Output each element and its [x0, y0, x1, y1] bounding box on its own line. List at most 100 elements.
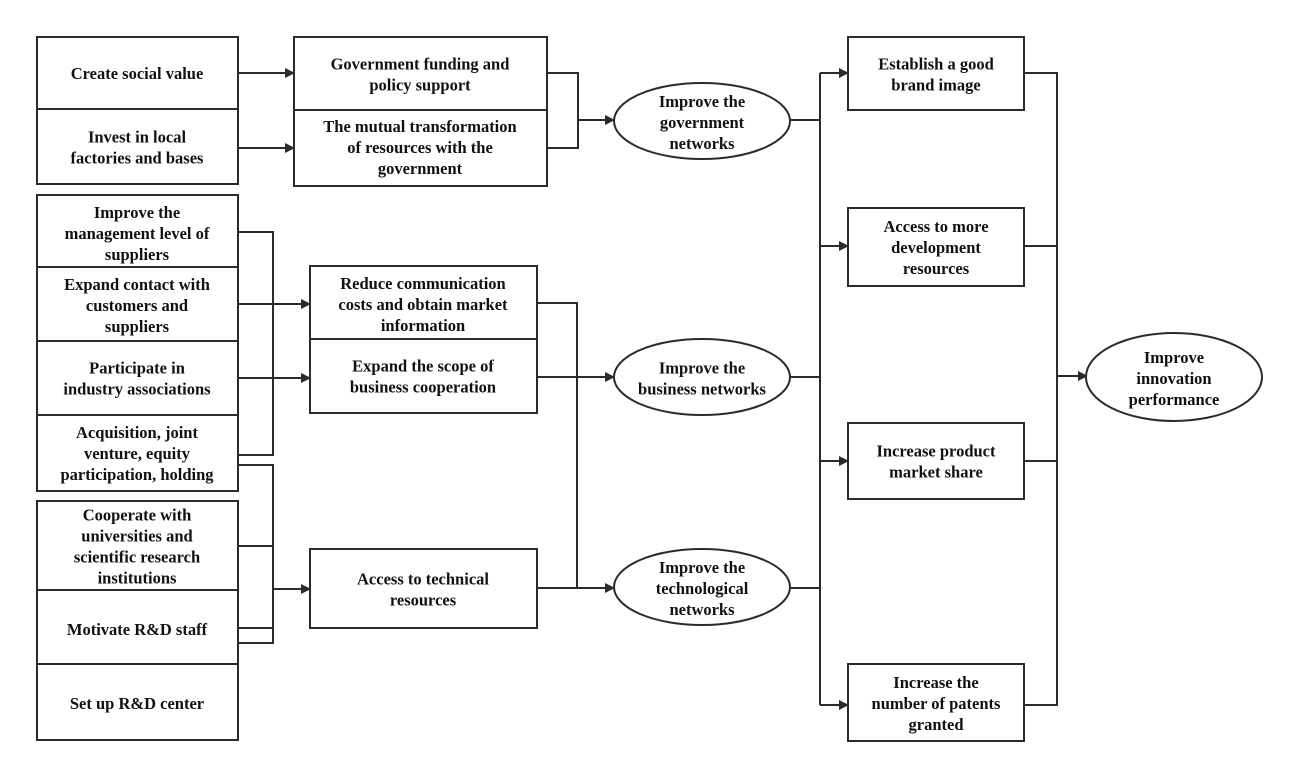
node-improve-management: Improve the management level of suppliers — [36, 194, 239, 268]
node-motivate-rd-staff: Motivate R&D staff — [36, 589, 239, 665]
node-text-line: technological — [656, 579, 749, 598]
node-text: Set up R&D center — [70, 694, 204, 713]
node-business-networks: Improve the business networks — [613, 338, 791, 416]
node-text-line: government — [378, 159, 463, 178]
node-development-resources: Access to more development resources — [847, 207, 1025, 287]
node-text: Improve the management level of suppliers — [65, 203, 210, 264]
node-text-line: scientific research — [74, 548, 200, 567]
node-reduce-communication: Reduce communication costs and obtain mar… — [309, 265, 538, 340]
node-text: The mutual transformation of resources wi… — [323, 117, 516, 178]
node-text-line: Reduce communication — [340, 274, 505, 293]
node-create-social-value: Create social value — [36, 36, 239, 110]
node-government-funding: Government funding and policy support — [293, 36, 548, 111]
node-mutual-transformation: The mutual transformation of resources wi… — [293, 109, 548, 187]
node-text-line: brand image — [891, 76, 980, 95]
node-invest-local: Invest in local factories and bases — [36, 108, 239, 185]
node-text: Expand contact with customers and supplier… — [64, 275, 210, 336]
node-market-share: Increase product market share — [847, 422, 1025, 500]
node-text-line: information — [381, 316, 465, 335]
node-text-line: of resources with the — [347, 138, 493, 157]
node-text-line: Government funding and — [331, 55, 510, 74]
node-text: Access to more development resources — [883, 217, 988, 278]
node-access-technical: Access to technical resources — [309, 548, 538, 629]
node-text-line: market share — [889, 463, 983, 482]
node-text-line: development — [891, 238, 981, 257]
node-text-line: number of patents — [872, 694, 1002, 713]
node-text: Improve the government networks — [659, 92, 745, 153]
connectors — [238, 68, 1088, 710]
node-setup-rd-center: Set up R&D center — [36, 663, 239, 741]
node-text: Government funding and policy support — [331, 55, 510, 95]
node-text-line: Access to more — [883, 217, 988, 236]
node-government-networks: Improve the government networks — [613, 82, 791, 160]
node-text-line: universities and — [81, 527, 192, 546]
node-text-line: granted — [909, 715, 964, 734]
node-text-line: industry associations — [63, 380, 211, 399]
node-text: Access to technical resources — [357, 570, 489, 610]
node-text-line: Participate in — [89, 359, 185, 378]
node-text-line: participation, holding — [60, 465, 214, 484]
node-text-line: Set up R&D center — [70, 694, 204, 713]
node-text: Create social value — [71, 64, 204, 83]
node-text-line: government — [660, 113, 745, 132]
node-text: Improve the business networks — [638, 359, 766, 399]
node-text: Acquisition, joint venture, equity partici… — [60, 423, 214, 484]
node-text-line: networks — [669, 134, 735, 153]
node-text-line: customers and — [86, 296, 188, 315]
node-text-line: Expand the scope of — [352, 357, 494, 376]
node-text-line: Improve the — [659, 558, 745, 577]
node-text-line: Access to technical — [357, 570, 489, 589]
node-technological-networks: Improve the technological networks — [613, 548, 791, 626]
connector-final-bracket — [1024, 72, 1058, 706]
node-text-line: Increase product — [876, 442, 996, 461]
node-text-line: policy support — [369, 76, 471, 95]
node-text-line: Create social value — [71, 64, 204, 83]
node-text-line: institutions — [98, 569, 177, 588]
node-text-line: suppliers — [105, 317, 170, 336]
node-brand-image: Establish a good brand image — [847, 36, 1025, 111]
node-cooperate-universities: Cooperate with universities and scientific… — [36, 500, 239, 591]
connector-gov-bracket — [547, 72, 579, 149]
node-text-line: business networks — [638, 380, 766, 399]
node-text-line: networks — [669, 600, 735, 619]
connector-tech-bracket — [238, 464, 274, 644]
node-patents-granted: Increase the number of patents granted — [847, 663, 1025, 742]
node-text-line: suppliers — [105, 245, 170, 264]
node-acquisition: Acquisition, joint venture, equity partici… — [36, 414, 239, 492]
node-text: Improve the technological networks — [656, 558, 749, 619]
node-text: Motivate R&D staff — [67, 620, 208, 639]
node-text-line: Motivate R&D staff — [67, 620, 208, 639]
node-text-line: venture, equity — [84, 444, 191, 463]
node-text-line: resources — [903, 259, 970, 278]
node-text: Establish a good brand image — [878, 55, 994, 95]
node-text-line: Increase the — [893, 673, 978, 692]
node-expand-contact: Expand contact with customers and supplier… — [36, 266, 239, 342]
connector-mid-trunk — [537, 302, 578, 588]
node-text-line: Improve the — [659, 359, 745, 378]
node-text: Increase product market share — [876, 442, 996, 482]
node-text: Participate in industry associations — [63, 359, 211, 399]
node-text: Increase the number of patents granted — [872, 673, 1002, 734]
node-text-line: innovation — [1136, 369, 1211, 388]
node-text-line: Improve the — [659, 92, 745, 111]
node-text-line: resources — [390, 591, 457, 610]
node-text-line: Improve the — [94, 203, 180, 222]
node-text-line: Acquisition, joint — [76, 423, 198, 442]
node-text-line: Invest in local — [88, 128, 187, 147]
node-text-line: costs and obtain market — [338, 295, 508, 314]
node-participate-associations: Participate in industry associations — [36, 340, 239, 416]
node-text-line: The mutual transformation — [323, 117, 516, 136]
node-text: Invest in local factories and bases — [71, 128, 204, 168]
node-text-line: Expand contact with — [64, 275, 210, 294]
node-text-line: management level of — [65, 224, 210, 243]
node-text: Reduce communication costs and obtain mar… — [338, 274, 508, 335]
node-text-line: Establish a good — [878, 55, 994, 74]
node-text-line: factories and bases — [71, 149, 204, 168]
node-text-line: Cooperate with — [83, 506, 192, 525]
connector-business-bracket — [238, 231, 274, 456]
